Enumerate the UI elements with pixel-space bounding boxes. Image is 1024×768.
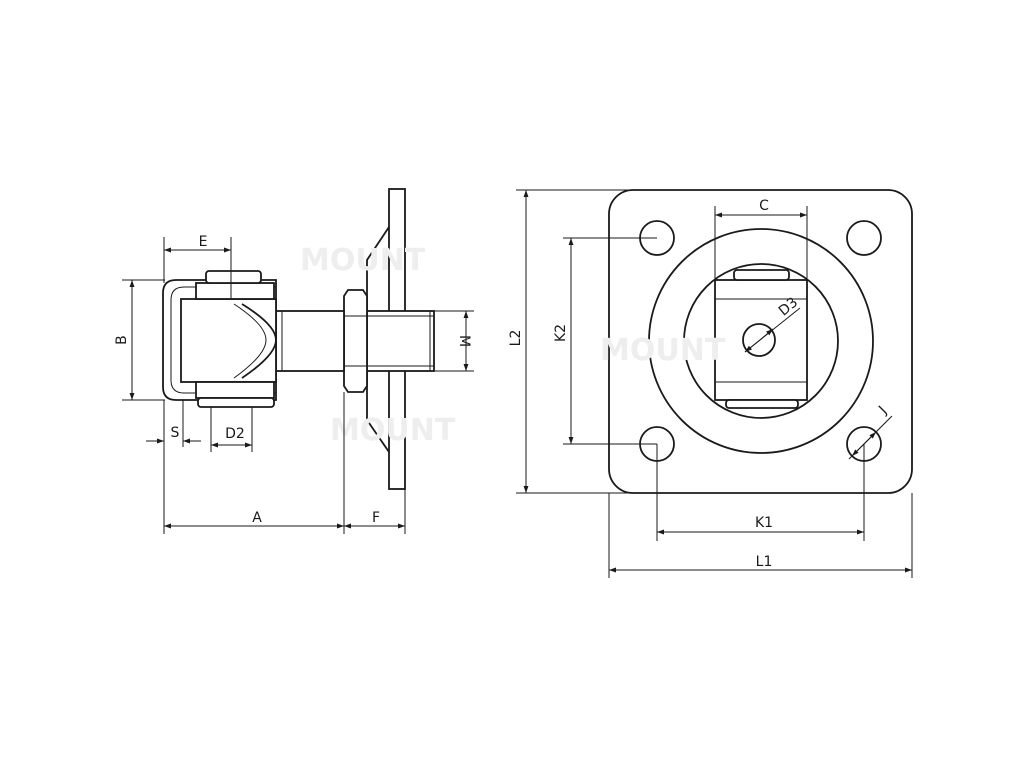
bottom-washer (195, 381, 275, 399)
threaded-stud (366, 310, 435, 372)
eye-inner (180, 298, 277, 383)
pin-curve (241, 303, 277, 379)
eye-block (714, 279, 808, 401)
dim-label-K1: K1 (755, 515, 773, 531)
outer-ring (648, 228, 874, 454)
dim-label-L1: L1 (756, 554, 773, 570)
side-view: MOUNT MOUNT (162, 188, 456, 490)
dim-label-K2: K2 (553, 324, 569, 342)
svg-text:MOUNT: MOUNT (330, 413, 456, 448)
front-top-nut (733, 269, 790, 281)
side-dimensions: E B S D2 A F M (114, 234, 474, 534)
inner-ring (683, 263, 839, 419)
top-washer (195, 282, 275, 300)
mount-hole-top-right (846, 220, 882, 256)
front-bottom-cap (725, 399, 799, 409)
dim-label-E: E (199, 234, 208, 250)
svg-text:MOUNT: MOUNT (600, 333, 726, 368)
dim-label-B: B (114, 335, 130, 345)
top-nut (205, 270, 262, 284)
dim-label-M: M (456, 335, 472, 347)
dim-label-L2: L2 (508, 330, 524, 347)
dim-label-C: C (759, 198, 769, 214)
dim-label-A: A (252, 510, 262, 526)
bottom-cap (197, 397, 275, 408)
hex-nut (343, 289, 368, 393)
dim-label-D2: D2 (225, 426, 245, 442)
front-view: MOUNT (600, 189, 913, 494)
dim-label-F: F (372, 510, 380, 526)
hinge-shaft (275, 310, 345, 372)
pin-hole (742, 323, 776, 357)
svg-text:MOUNT: MOUNT (300, 243, 426, 278)
dim-label-S: S (171, 425, 180, 441)
